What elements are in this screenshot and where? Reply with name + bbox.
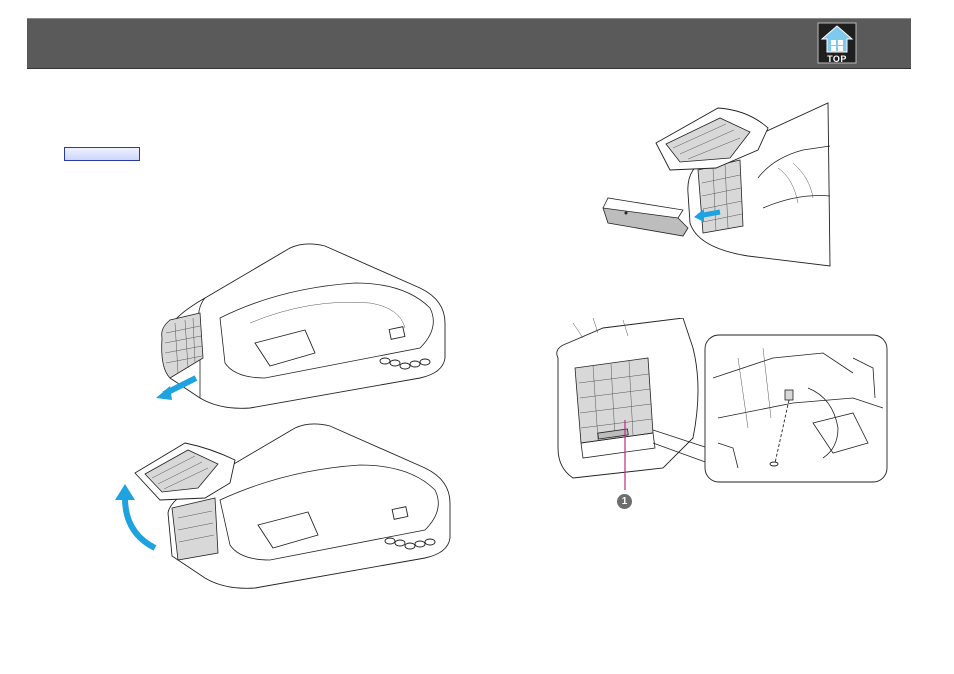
top-page-label: TOP: [816, 54, 858, 64]
projector-top-view: [156, 244, 445, 408]
projector-air-filter-removal-illustration: [598, 98, 834, 270]
air-filter-detail-illustration: [553, 318, 893, 490]
top-page-button[interactable]: TOP: [816, 21, 858, 65]
projector-cover-open-view: [115, 424, 450, 588]
projector-filter-cover-open-illustration: [100, 238, 470, 593]
callout-number-1: 1: [617, 494, 632, 509]
cross-reference-link[interactable]: [64, 147, 140, 161]
header-bar: [27, 18, 911, 69]
